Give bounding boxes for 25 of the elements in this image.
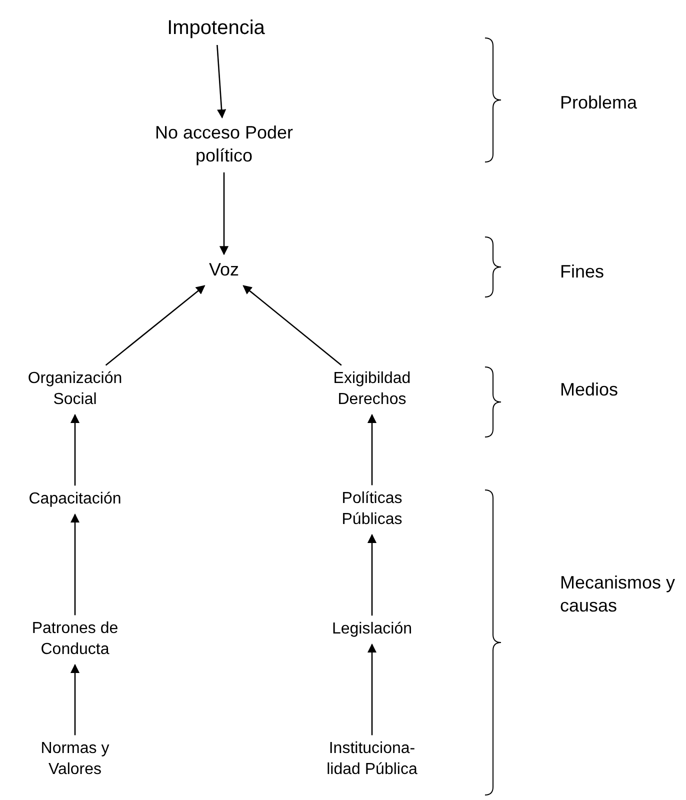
arrow — [70, 514, 80, 616]
arrow — [367, 414, 377, 486]
section-label: Mecanismos y causas — [560, 572, 676, 618]
arrow — [216, 44, 226, 119]
node-text: Patrones de Conducta — [20, 619, 130, 661]
node-text: Instituciona- lidad Pública — [317, 739, 427, 781]
arrow — [70, 664, 80, 736]
section-label: Medios — [560, 378, 618, 402]
arrow — [367, 534, 377, 616]
section-label: Fines — [560, 260, 604, 284]
node-text: No acceso Poder político — [154, 122, 294, 168]
node-text: Organización Social — [5, 369, 145, 411]
arrow — [242, 285, 342, 366]
node-text: Legislación — [302, 620, 442, 640]
arrow — [367, 644, 377, 736]
node-text: Normas y Valores — [25, 739, 125, 781]
node-text: Voz — [184, 258, 264, 282]
arrow — [219, 172, 229, 256]
node-text: Exigibildad Derechos — [302, 369, 442, 411]
node-text: Capacitación — [5, 490, 145, 510]
node-text: Políticas Públicas — [317, 489, 427, 531]
section-label: Problema — [560, 91, 638, 114]
node-text: Impotencia — [136, 15, 296, 41]
arrow — [70, 414, 80, 486]
arrow — [105, 285, 206, 366]
